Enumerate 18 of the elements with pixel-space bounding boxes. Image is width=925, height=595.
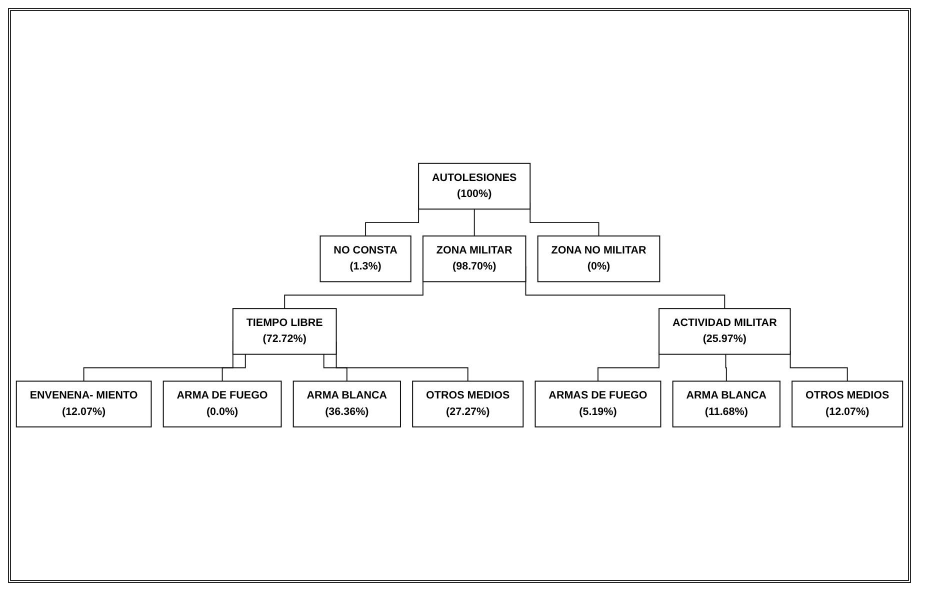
connector xyxy=(474,208,475,237)
node-box xyxy=(292,381,401,428)
diagram-frame: AUTOLESIONES (100%) NO CONSTA (1.3%) ZONA MILITAR (98.70%) ZONA NO MILITAR (0%) TIEMPO LIBRE (72.72%) ACTIVIDAD MILITAR (25.97%) ENVENENA- MIENTO (12.07%) ARMA DE FUEGO (0.0%) ARMA BLANCA (36.36%) OTROS MEDIOS (27.27%) ARMAS DE FUEGO (5.19%) ARMA BLANCA (11.68%) OTROS MEDIOS (12.07%) xyxy=(8,8,911,583)
connector xyxy=(323,354,348,382)
node-box xyxy=(792,381,904,428)
node-box xyxy=(658,308,791,356)
node-box xyxy=(320,236,412,283)
node-box xyxy=(534,381,662,428)
node-box xyxy=(418,163,531,210)
node-box xyxy=(672,381,780,428)
node-box xyxy=(162,381,282,428)
connector xyxy=(725,354,727,382)
node-box xyxy=(422,236,526,283)
node-box xyxy=(16,381,152,428)
connector xyxy=(222,354,246,382)
node-box xyxy=(537,236,660,283)
node-box xyxy=(232,308,337,356)
node-box xyxy=(412,381,524,428)
